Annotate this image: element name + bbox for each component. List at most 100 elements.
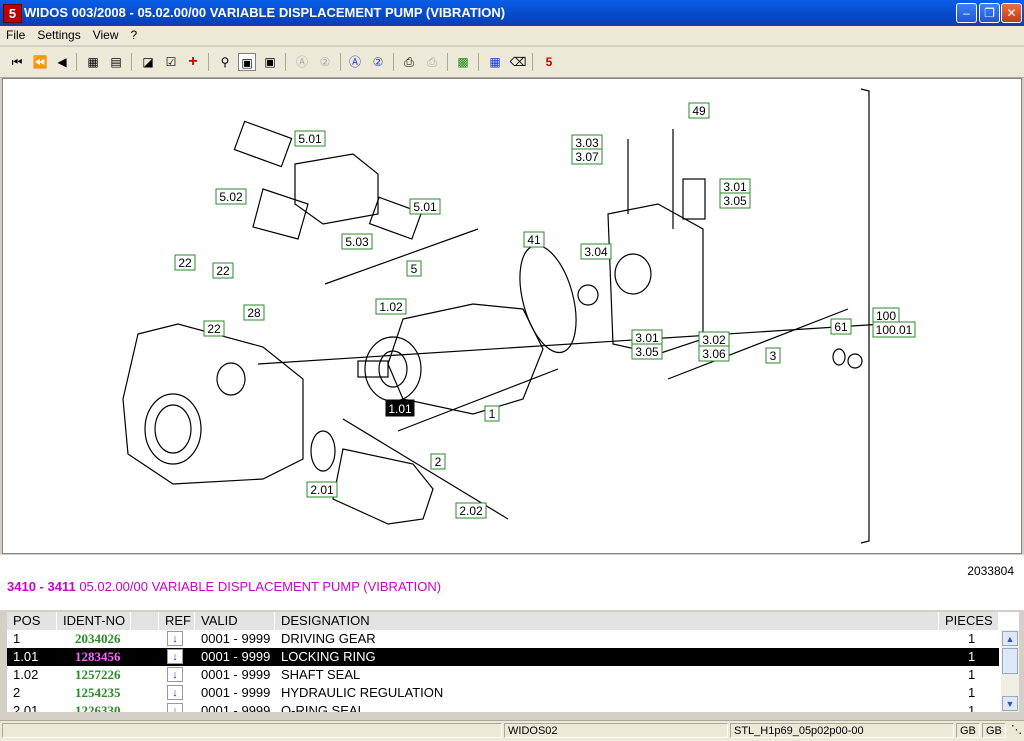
callout-5.03: 5.03 xyxy=(341,233,373,250)
resize-grip-icon[interactable]: ⋱ xyxy=(1011,724,1022,736)
cell-pos: 2 xyxy=(13,685,21,700)
header-pieces[interactable]: PIECES xyxy=(939,612,999,630)
toolbar: ⏮ ⏪ ◀ ▦ ▤ ◪ ☑ + ⚲ ▣ ▣ Ⓐ ② Ⓐ ② ⎙ ⎙ ▩ ▦ ⌫ … xyxy=(0,47,1024,78)
header-valid[interactable]: VALID xyxy=(195,612,275,630)
status-lang2: GB xyxy=(982,723,1006,738)
table-row[interactable]: 2 1254235 ↓ 0001 - 9999 HYDRAULIC REGULA… xyxy=(7,684,999,702)
callout-3.02: 3.02 xyxy=(698,331,730,348)
ref-arrow-icon[interactable]: ↓ xyxy=(167,703,183,712)
callout-1: 1 xyxy=(484,405,500,422)
first-icon[interactable]: ⏮ xyxy=(11,55,23,69)
title-bar: 5 WIDOS 003/2008 - 05.02.00/00 VARIABLE … xyxy=(0,0,1024,26)
eraser-icon[interactable]: ⌫ xyxy=(509,55,527,69)
header-pos[interactable]: POS xyxy=(7,612,57,630)
prev-page-icon[interactable]: ⏪ xyxy=(32,55,48,69)
maximize-button[interactable]: ❐ xyxy=(979,3,1000,23)
callout-49: 49 xyxy=(688,102,710,119)
menu-file[interactable]: File xyxy=(6,28,26,42)
page-icon[interactable]: ▣ xyxy=(238,53,256,71)
cell-pieces: 1 xyxy=(968,667,976,682)
svg-text:28: 28 xyxy=(247,306,261,320)
callout-28: 28 xyxy=(243,304,265,321)
ref-arrow-icon[interactable]: ↓ xyxy=(167,667,183,682)
page2-icon[interactable]: ▣ xyxy=(264,55,276,69)
table-row[interactable]: 1 2034026 ↓ 0001 - 9999 DRIVING GEAR 1 xyxy=(7,630,999,648)
toolbar-separator xyxy=(131,53,132,71)
parts-table: POS IDENT-NO REF VALID DESIGNATION PIECE… xyxy=(7,612,1019,712)
scroll-up-icon[interactable]: ▲ xyxy=(1002,631,1018,646)
close-button[interactable]: ✕ xyxy=(1001,3,1022,23)
svg-text:5.01: 5.01 xyxy=(298,132,322,146)
red-cross-icon[interactable]: + xyxy=(188,53,198,70)
ref-arrow-icon[interactable]: ↓ xyxy=(167,631,183,646)
grid-icon[interactable]: ▦ xyxy=(489,55,501,69)
svg-text:41: 41 xyxy=(527,233,541,247)
bookmark2-icon[interactable]: ▤ xyxy=(110,55,122,69)
header-blank xyxy=(131,612,159,630)
table-row[interactable]: 1.02 1257226 ↓ 0001 - 9999 SHAFT SEAL 1 xyxy=(7,666,999,684)
header-ident[interactable]: IDENT-NO xyxy=(57,612,131,630)
callout-3.06: 3.06 xyxy=(698,345,730,362)
exploded-view-drawing: 5.01 5.02 5.01 5.03 5 22 22 28 22 1.02 1… xyxy=(2,78,1022,554)
status-main xyxy=(2,723,502,738)
svg-text:100.01: 100.01 xyxy=(876,323,913,337)
svg-text:61: 61 xyxy=(834,320,848,334)
checklist-icon[interactable]: ☑ xyxy=(165,55,177,69)
header-designation[interactable]: DESIGNATION xyxy=(275,612,939,630)
callout-3.04: 3.04 xyxy=(580,243,612,260)
zoom-icon[interactable]: ⚲ xyxy=(220,55,230,69)
circle-a-icon[interactable]: Ⓐ xyxy=(348,55,361,69)
menu-view[interactable]: View xyxy=(92,28,119,42)
svg-text:1: 1 xyxy=(489,407,496,421)
drive-gear-shape xyxy=(387,303,544,415)
cell-ident: 1257226 xyxy=(75,667,121,682)
heading-range: 3410 - 3411 xyxy=(7,579,76,594)
print-icon[interactable]: ⎙ xyxy=(404,55,414,69)
svg-text:22: 22 xyxy=(207,322,221,336)
svg-text:3.06: 3.06 xyxy=(702,347,726,361)
prev-icon[interactable]: ◀ xyxy=(57,55,67,69)
cell-pos: 1.01 xyxy=(13,649,39,664)
svg-text:5: 5 xyxy=(411,262,418,276)
cell-valid: 0001 - 9999 xyxy=(201,685,271,700)
table-row[interactable]: 2.01 1226330 ↓ 0001 - 9999 O-RING SEAL 1 xyxy=(7,702,999,712)
logo-icon[interactable]: 5 xyxy=(545,55,553,69)
window-title: WIDOS 003/2008 - 05.02.00/00 VARIABLE DI… xyxy=(24,5,506,20)
cart-icon[interactable]: ◪ xyxy=(142,55,154,69)
callout-2.01: 2.01 xyxy=(306,481,338,498)
svg-text:2.02: 2.02 xyxy=(459,504,483,518)
callout-3.05-b: 3.05 xyxy=(631,343,663,360)
table-row-selected[interactable]: 1.01 1283456 ↓ 0001 - 9999 LOCKING RING … xyxy=(7,648,999,666)
ref-arrow-icon[interactable]: ↓ xyxy=(167,685,183,700)
header-ref[interactable]: REF xyxy=(159,612,195,630)
callout-61: 61 xyxy=(830,318,852,335)
book-icon[interactable]: ▩ xyxy=(457,55,469,69)
callout-3.05-a: 3.05 xyxy=(719,192,751,209)
bookmark-icon[interactable]: ▦ xyxy=(87,55,99,69)
svg-text:5.01: 5.01 xyxy=(413,200,437,214)
cell-pieces: 1 xyxy=(968,649,976,664)
cell-pieces: 1 xyxy=(968,631,976,646)
cell-ident: 1254235 xyxy=(75,685,121,700)
toolbar-separator xyxy=(447,53,448,71)
group-heading: 3410 - 3411 05.02.00/00 VARIABLE DISPLAC… xyxy=(7,579,441,594)
toolbar-separator xyxy=(340,53,341,71)
circle-2-disabled-icon: ② xyxy=(319,55,331,69)
menu-help[interactable]: ? xyxy=(130,28,138,42)
heading-text: 05.02.00/00 VARIABLE DISPLACEMENT PUMP (… xyxy=(79,579,442,594)
cell-designation: SHAFT SEAL xyxy=(281,667,361,682)
svg-text:2: 2 xyxy=(435,455,442,469)
scroll-down-icon[interactable]: ▼ xyxy=(1002,696,1018,711)
svg-text:1.02: 1.02 xyxy=(379,300,403,314)
cell-pos: 2.01 xyxy=(13,703,39,712)
table-scrollbar[interactable]: ▲ ▼ xyxy=(1001,630,1019,712)
callout-3.07: 3.07 xyxy=(571,148,603,165)
callout-5.02: 5.02 xyxy=(215,188,247,205)
scroll-thumb[interactable] xyxy=(1002,648,1018,674)
minimize-button[interactable]: – xyxy=(956,3,977,23)
menu-settings[interactable]: Settings xyxy=(37,28,81,42)
circle-2-icon[interactable]: ② xyxy=(372,55,384,69)
ref-arrow-icon[interactable]: ↓ xyxy=(167,649,183,664)
pump-housing-shape xyxy=(122,323,304,485)
svg-text:3.05: 3.05 xyxy=(635,345,659,359)
